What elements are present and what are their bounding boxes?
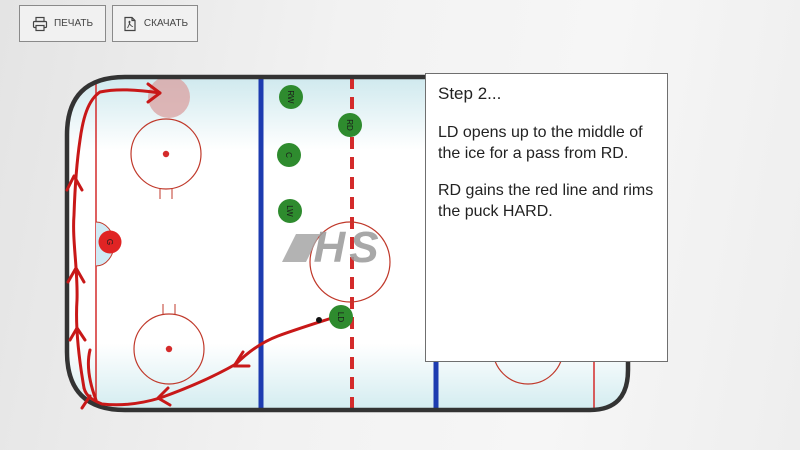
- faceoff-dot-top: [162, 150, 170, 158]
- step-paragraph-1: LD opens up to the middle of the ice for…: [438, 124, 643, 162]
- printer-icon: [32, 16, 48, 31]
- print-label: ПЕЧАТЬ: [53, 18, 94, 29]
- player-goalie[interactable]: G: [98, 230, 122, 254]
- player-rw-label: RW: [286, 90, 295, 104]
- skate-arrows: [65, 82, 340, 410]
- svg-text:HS: HS: [313, 223, 382, 272]
- faceoff-circle-top: [130, 118, 202, 190]
- pdf-file-icon: [124, 16, 136, 31]
- print-button[interactable]: ПЕЧАТЬ: [19, 5, 106, 42]
- arrow-short-lower: [86, 348, 98, 402]
- faceoff-circle-bottom: [133, 313, 205, 385]
- player-rw[interactable]: RW: [279, 85, 303, 109]
- puck: [316, 317, 322, 323]
- player-c[interactable]: C: [277, 143, 301, 167]
- player-goalie-label: G: [105, 239, 114, 245]
- faceoff-dot-bottom: [165, 345, 173, 353]
- watermark-logo: HS: [282, 223, 382, 272]
- player-lw[interactable]: LW: [278, 199, 302, 223]
- player-rd[interactable]: RD: [338, 113, 362, 137]
- player-lw-label: LW: [285, 205, 294, 217]
- player-rd-label: RD: [345, 119, 354, 131]
- player-ld-label: LD: [336, 312, 345, 322]
- arrow-rim-up: [72, 88, 162, 390]
- player-c-label: C: [284, 152, 293, 158]
- player-ld[interactable]: LD: [329, 305, 353, 329]
- center-circle: [309, 221, 391, 303]
- step-paragraph-2: RD gains the red line and rims the puck …: [438, 182, 654, 220]
- download-label: СКАЧАТЬ: [143, 18, 189, 29]
- download-button[interactable]: СКАЧАТЬ: [112, 5, 198, 42]
- step-title: Step 2...: [438, 84, 502, 103]
- step-description-panel: Step 2... LD opens up to the middle of t…: [425, 73, 668, 362]
- target-marker: [148, 77, 190, 118]
- arrow-puck-path: [82, 314, 340, 407]
